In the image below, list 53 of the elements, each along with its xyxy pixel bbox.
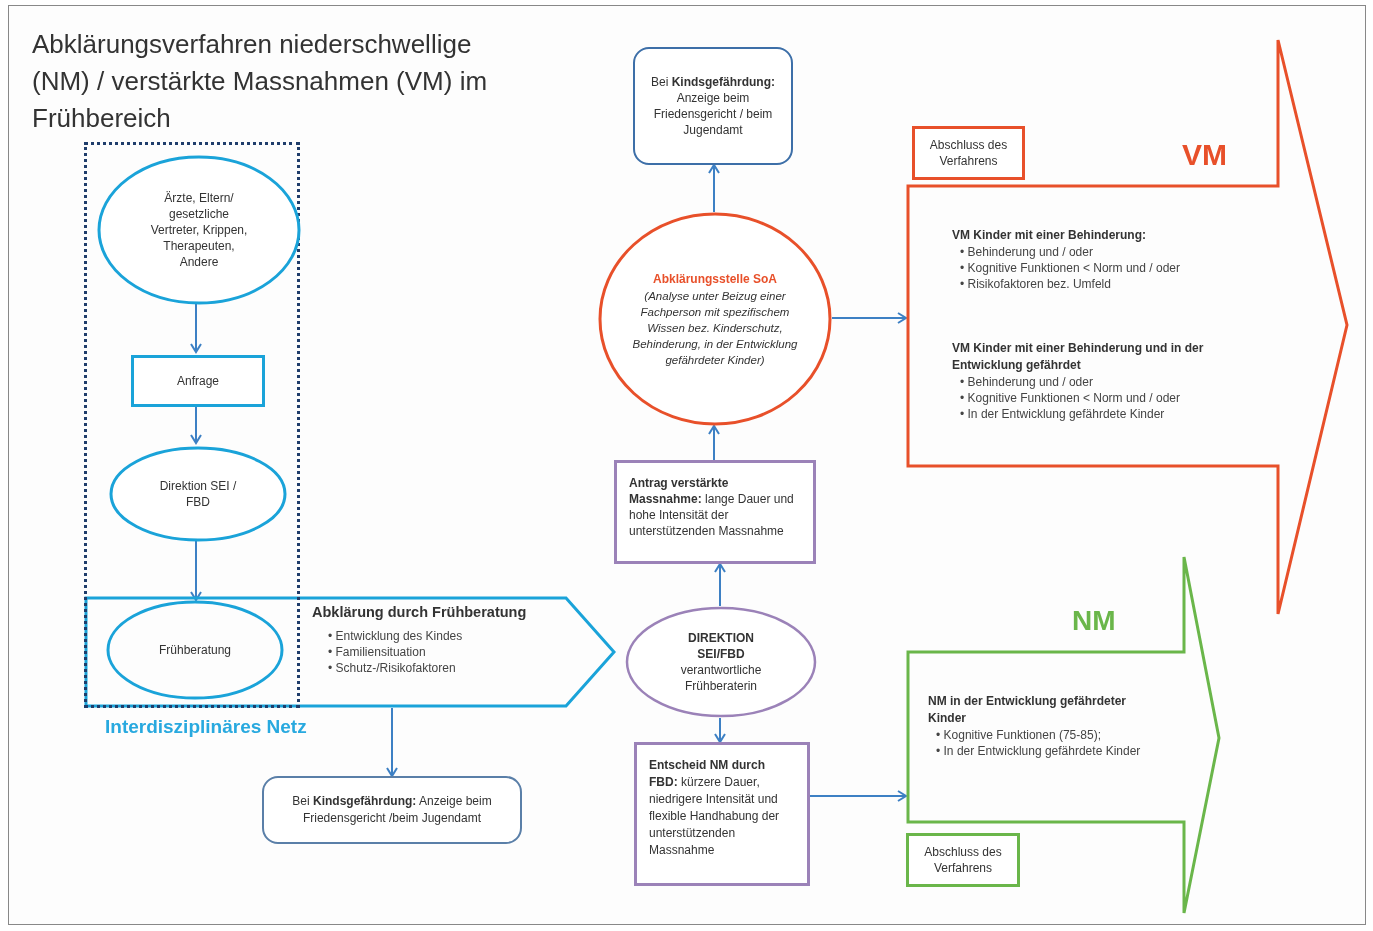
bullet-item: • Kognitive Funktionen (75-85); [936,727,1102,743]
arrow [708,425,720,461]
bullet-item: • In der Entwicklung gefährdete Kinder [960,406,1166,422]
group-label: Interdisziplinäres Netz [105,715,308,739]
heading: Abklärung durch Frühberatung [312,603,528,622]
node-text: Frühberatung [158,642,231,659]
bullet-item: • In der Entwicklung gefährdete Kinder [936,743,1142,759]
arrow [708,164,720,213]
bullet-item: • Entwicklung des Kindes [328,627,464,644]
process-box [131,355,265,407]
rounded-box [262,776,522,844]
title: Abklärungsverfahren niederschwellige (NM) / verstärkte Massnahmen (VM) im Frühbereich [32,28,489,135]
process-box [634,742,810,886]
node-text: Bei Kindsgefährdung: Anzeige beim Friedensgericht /beim Jugendamt [291,793,493,827]
arrow [809,790,907,802]
bullet-item: • Schutz-/Risikofaktoren [328,659,457,676]
chevron-arrow-shape [84,596,616,708]
arrow [386,707,398,777]
heading: VM Kinder mit einer Behinderung und in der Entwicklung gefährdet [952,340,1205,374]
oval [106,600,284,700]
oval [97,155,301,305]
node-text: Antrag verstärkte Massnahme: lange Dauer und hohe Intensität der unterstützenden Massnahme [629,475,795,539]
node-text: Bei Kindsgefährdung: Anzeige beim Friedensgericht / beim Jugendamt [650,74,776,138]
oval [625,606,817,718]
node-text: Entscheid NM durch FBD: kürzere Dauer, niedrigere Intensität und flexible Handhabung der unterstützenden Massnahme [649,757,781,859]
arrow [831,312,907,324]
node-text: Abschluss des Verfahrens [928,137,1009,169]
arrow [714,717,726,743]
process-box [614,460,816,564]
circle [598,212,832,426]
node-text: (Analyse unter Beizug einer Fachperson mit spezifischem Wissen bez. Kinderschutz, Behinderung, in der Entwicklung gefährdeter Kinder) [631,289,799,368]
node-text: verantwortliche Frühberaterin [679,662,763,694]
node-text: Ärzte, Eltern/ gesetzliche Vertreter, Krippen, Therapeuten, Andere [149,190,249,270]
bullet-item: • Behinderung und / oder [960,374,1094,390]
rounded-box [633,47,793,165]
bullet-item: • Familiensituation [328,643,427,660]
node-text: Abschluss des Verfahrens [923,844,1003,876]
arrow [714,563,726,607]
arrow-label: NM [1072,607,1116,635]
arrow-label: VM [1182,140,1227,170]
node-text: Abklärungsstelle SoA [653,271,777,288]
bullet-item: • Kognitive Funktionen < Norm und / oder [960,390,1181,406]
process-box [912,126,1025,180]
node-text: Direktion SEI / FBD [158,478,238,510]
node-text: Anfrage [177,373,219,390]
bullet-item: • Behinderung und / oder [960,244,1094,260]
oval [109,446,287,542]
heading: VM Kinder mit einer Behinderung: [952,227,1147,244]
heading: NM in der Entwicklung gefährdeter Kinder [928,693,1128,727]
bullet-item: • Kognitive Funktionen < Norm und / oder [960,260,1181,276]
process-box [906,833,1020,887]
bullet-item: • Risikofaktoren bez. Umfeld [960,276,1112,292]
block-arrow-shape [906,555,1222,915]
